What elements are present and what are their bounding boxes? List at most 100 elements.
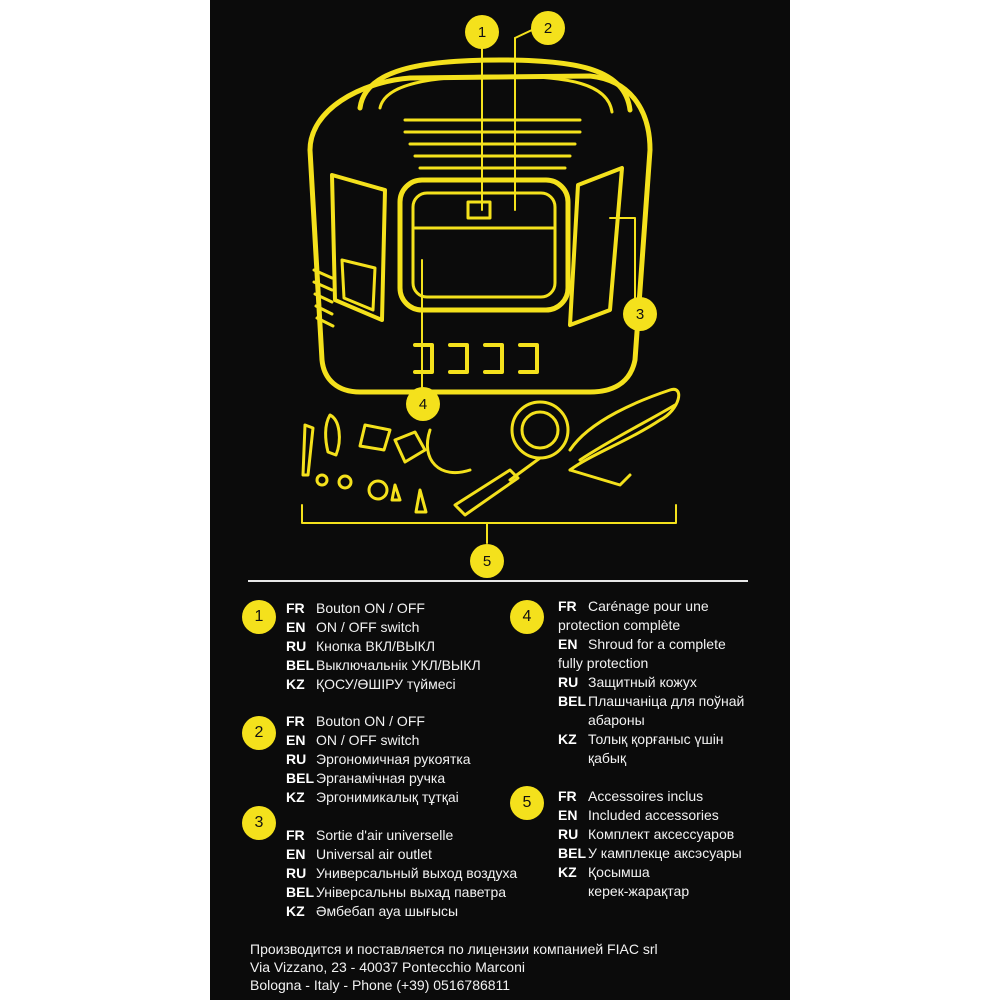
- legend-text: Bouton ON / OFF: [316, 600, 425, 616]
- footer-line-1: Производится и поставляется по лицензии …: [250, 941, 658, 957]
- drawing-callout-5: 5: [483, 553, 491, 570]
- language-code: KZ: [286, 789, 305, 805]
- legend-text: ON / OFF switch: [316, 619, 420, 635]
- legend-line: KZ Әмбебап ауа шығысы: [286, 902, 517, 921]
- legend-text: ON / OFF switch: [316, 732, 420, 748]
- legend-line: FR Accessoires inclus: [558, 787, 742, 806]
- legend-text: Shroud for a complete: [588, 636, 726, 652]
- legend-badge-5: 5: [510, 786, 544, 820]
- legend-text: Әмбебап ауа шығысы: [316, 903, 459, 919]
- front-display-inner: [411, 191, 557, 299]
- drawing-callout-3: 3: [636, 306, 644, 323]
- legend-line: KZ Қосымша: [558, 863, 742, 882]
- language-code: KZ: [558, 731, 577, 747]
- legend-text: Accessoires inclus: [588, 788, 704, 804]
- drawing-callout-4: 4: [419, 396, 427, 413]
- language-code: BEL: [558, 693, 586, 709]
- legend-line: fully protection: [558, 654, 744, 673]
- legend-text: У камплекце аксэсуары: [588, 845, 742, 861]
- legend-line: KZ Эргонимикалық тұтқаі: [286, 788, 471, 807]
- language-code: EN: [558, 636, 578, 652]
- legend-line: KZ Толық қорғаныс үшін: [558, 730, 744, 749]
- legend-line: FR Bouton ON / OFF: [286, 599, 481, 618]
- right-side-panel: [568, 166, 624, 327]
- language-code: FR: [558, 788, 577, 804]
- language-code: RU: [286, 751, 307, 767]
- on-off-switch-drawing: [466, 200, 492, 220]
- footer-line-2: Via Vizzano, 23 - 40037 Pontecchio Marco…: [250, 959, 525, 975]
- footer-line-3: Bologna - Italy - Phone (+39) 0516786811: [250, 977, 511, 993]
- language-code: RU: [286, 865, 307, 881]
- legend-text: protection complète: [558, 617, 681, 633]
- legend-line: FR Bouton ON / OFF: [286, 712, 471, 731]
- legend-text: абароны: [588, 712, 645, 728]
- language-code: EN: [286, 732, 306, 748]
- legend-text: Толық қорғаныс үшін: [588, 731, 724, 747]
- legend-line: FR Sortie d'air universelle: [286, 826, 517, 845]
- bottom-feet: [413, 343, 539, 374]
- language-code: KZ: [286, 903, 305, 919]
- legend-line: EN ON / OFF switch: [286, 618, 481, 637]
- language-code: KZ: [558, 864, 577, 880]
- legend-line: керек-жарақтар: [558, 882, 742, 901]
- language-code: RU: [286, 638, 307, 654]
- legend-badge-3: 3: [242, 806, 276, 840]
- legend-text: Carénage pour une: [588, 598, 709, 614]
- language-code: EN: [558, 807, 578, 823]
- language-code: BEL: [286, 657, 314, 673]
- legend-badge-1: 1: [242, 600, 276, 634]
- drawing-callout-2: 2: [544, 20, 552, 37]
- legend-text: Кнопка ВКЛ/ВЫКЛ: [316, 638, 436, 654]
- legend-line: protection complète: [558, 616, 744, 635]
- legend-line: KZ ҚОСУ/ӨШІРУ түймесі: [286, 675, 481, 694]
- legend-text: ҚОСУ/ӨШІРУ түймесі: [316, 676, 456, 692]
- legend-text: Bouton ON / OFF: [316, 713, 425, 729]
- legend-text: қабық: [588, 750, 627, 766]
- legend-line: FR Carénage pour une: [558, 597, 744, 616]
- drawing-callouts: [406, 11, 657, 578]
- section-divider: [248, 580, 748, 582]
- language-code: KZ: [286, 676, 305, 692]
- drawing-callout-1: 1: [478, 24, 486, 41]
- legend-line: EN Universal air outlet: [286, 845, 517, 864]
- legend-line: EN ON / OFF switch: [286, 731, 471, 750]
- legend-line: қабық: [558, 749, 744, 768]
- accessories-drawing: [301, 387, 681, 517]
- language-code: EN: [286, 619, 306, 635]
- legend-badge-2: 2: [242, 716, 276, 750]
- top-vents: [403, 118, 582, 170]
- leader-lines: [421, 29, 636, 391]
- language-code: BEL: [286, 884, 314, 900]
- language-code: EN: [286, 846, 306, 862]
- legend-text: Універсальны выхад паветра: [316, 884, 507, 900]
- language-code: FR: [286, 827, 305, 843]
- legend-line: абароны: [558, 711, 744, 730]
- legend-text: Защитный кожух: [588, 674, 697, 690]
- manufacturer-footer: Производится и поставляется по лицензии …: [250, 940, 658, 994]
- language-code: BEL: [286, 770, 314, 786]
- language-code: FR: [286, 600, 305, 616]
- language-code: FR: [558, 598, 577, 614]
- language-code: RU: [558, 674, 579, 690]
- legend-text: керек-жарақтар: [588, 883, 690, 899]
- legend-text: Universal air outlet: [316, 846, 432, 862]
- legend-badge-4: 4: [510, 600, 544, 634]
- legend-text: Sortie d'air universelle: [316, 827, 454, 843]
- accessories-bracket: [301, 504, 677, 524]
- legend-text: Эргонимикалық тұтқаі: [316, 789, 459, 805]
- language-code: FR: [286, 713, 305, 729]
- legend-text: Қосымша: [588, 864, 650, 880]
